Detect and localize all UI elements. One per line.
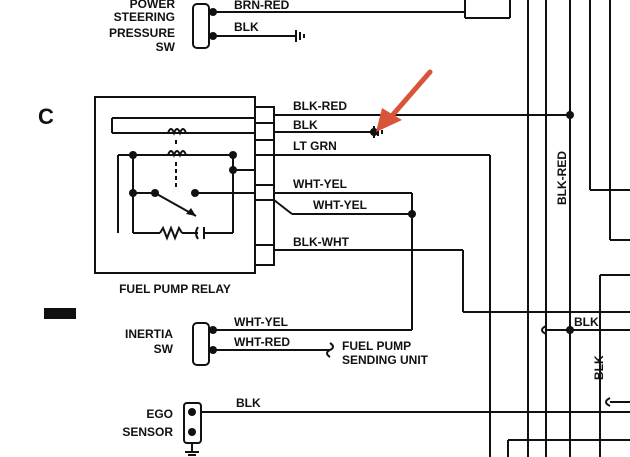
ps-wire-brn-red: BRN-RED — [234, 0, 290, 12]
wire-wht-yel-1: WHT-YEL — [293, 177, 347, 191]
ego-sensor: EGO SENSOR BLK — [122, 396, 630, 456]
inertia-connector — [192, 322, 210, 366]
right-wire-blk-h: BLK — [574, 315, 599, 329]
ps-connector — [192, 3, 210, 49]
wire-blk: BLK — [293, 118, 318, 132]
ps-label-4: SW — [156, 40, 176, 54]
ps-label-2: STEERING — [114, 10, 175, 24]
ground-callout-arrow — [376, 69, 433, 132]
ego-wire-blk: BLK — [236, 396, 261, 410]
ps-label-3: PRESSURE — [109, 26, 175, 40]
wire-blk-wht: BLK-WHT — [293, 235, 350, 249]
fuel-pump-relay: FUEL PUMP RELAY — [94, 96, 275, 296]
right-blk-branch: BLK BLK — [541, 315, 630, 407]
inertia-wire-wht-yel: WHT-YEL — [234, 315, 288, 329]
right-wire-blk-v: BLK — [592, 355, 606, 380]
section-letter: C — [38, 104, 54, 129]
sending-unit-label-1: FUEL PUMP — [342, 339, 411, 353]
ps-label-1: POWER — [130, 0, 176, 11]
power-steering-pressure-switch: POWER STEERING PRESSURE SW BRN-RED BLK — [109, 0, 465, 54]
ego-label-1: EGO — [146, 407, 173, 421]
inertia-label-2: SW — [154, 342, 174, 356]
sending-unit-label-2: SENDING UNIT — [342, 353, 429, 367]
wire-vertical-blk-red: BLK-RED — [555, 151, 569, 205]
margin-marker — [44, 308, 76, 319]
wire-blk-red: BLK-RED — [293, 99, 347, 113]
wire-lt-grn: LT GRN — [293, 139, 337, 153]
relay-wires: BLK-RED BLK LT GRN WHT-YEL WHT-YEL BLK-W… — [273, 99, 574, 330]
ego-label-2: SENSOR — [122, 425, 173, 439]
inertia-switch: INERTIA SW WHT-YEL WHT-RED — [125, 315, 412, 366]
inertia-label-1: INERTIA — [125, 327, 173, 341]
inertia-wire-wht-red: WHT-RED — [234, 335, 290, 349]
harness-verticals — [462, 0, 630, 457]
wire-wht-yel-2: WHT-YEL — [313, 198, 367, 212]
ps-wire-blk: BLK — [234, 20, 259, 34]
relay-label: FUEL PUMP RELAY — [119, 282, 231, 296]
